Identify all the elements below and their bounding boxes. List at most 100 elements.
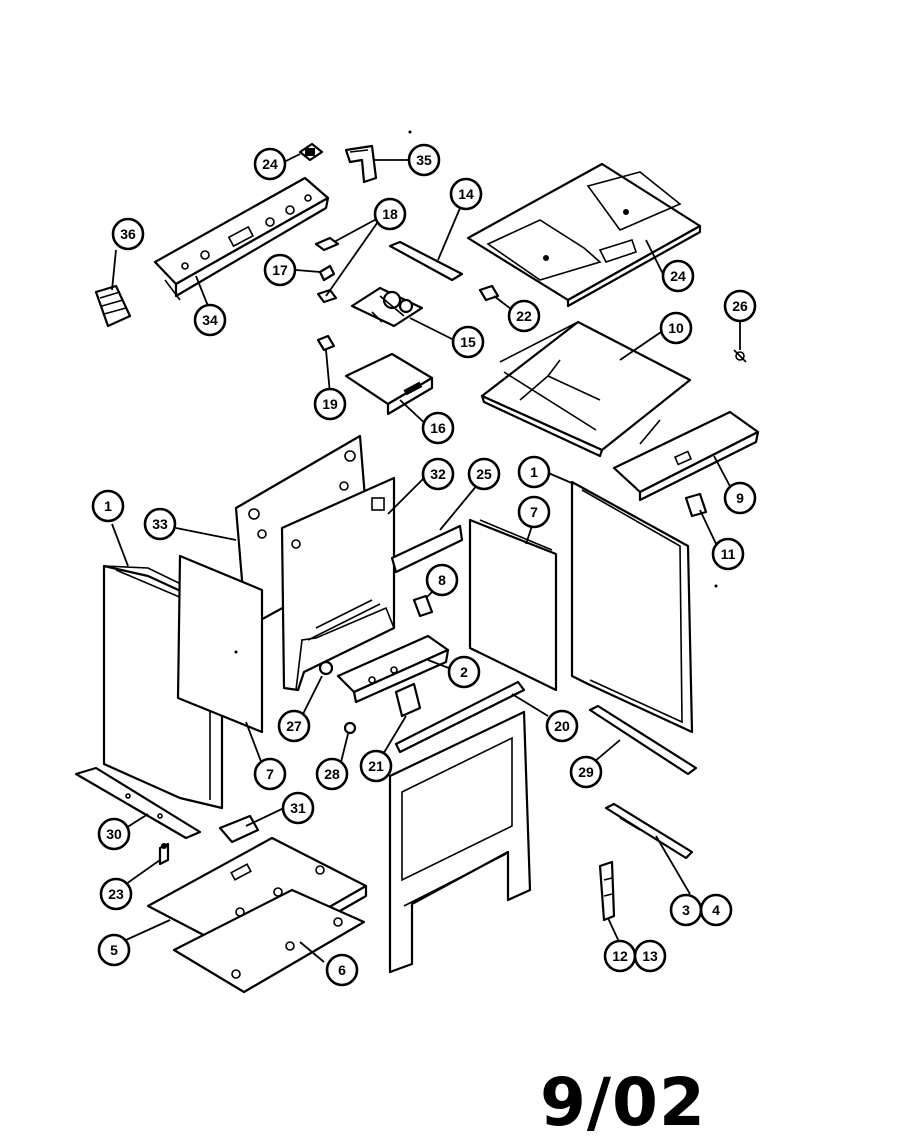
part-3-4-rail [604, 802, 694, 860]
svg-text:29: 29 [578, 764, 594, 780]
svg-text:33: 33 [152, 516, 168, 532]
svg-text:6: 6 [338, 962, 346, 978]
part-front-frame [388, 710, 532, 974]
svg-text:21: 21 [368, 758, 384, 774]
callout-6: 6 [325, 953, 359, 987]
part-8-bracket [412, 594, 434, 618]
svg-text:24: 24 [670, 268, 686, 284]
part-25-bracket [390, 524, 464, 574]
speck-marks [234, 130, 718, 654]
callout-1: 1 [91, 489, 125, 523]
callout-4: 4 [699, 893, 733, 927]
callout-14: 14 [449, 177, 483, 211]
part-10-burner-box [480, 320, 692, 458]
callouts: 24 35 14 18 36 17 34 22 15 24 26 10 19 1… [91, 143, 757, 987]
part-9-panel [612, 410, 760, 502]
callout-1b: 1 [517, 455, 551, 489]
svg-text:4: 4 [712, 902, 720, 918]
callout-24b: 24 [661, 259, 695, 293]
svg-text:1: 1 [104, 498, 112, 514]
callout-28: 28 [315, 757, 349, 791]
part-7-insulation-right [468, 518, 558, 692]
svg-text:35: 35 [416, 152, 432, 168]
svg-text:12: 12 [612, 948, 628, 964]
part-20-trim [394, 680, 526, 754]
callout-15: 15 [451, 325, 485, 359]
callout-30: 30 [97, 817, 131, 851]
part-2-bracket [336, 634, 450, 704]
part-30-base-rail [74, 766, 202, 840]
svg-text:26: 26 [732, 298, 748, 314]
callout-23: 23 [99, 877, 133, 911]
svg-text:9: 9 [736, 490, 744, 506]
part-22-clip [478, 284, 500, 302]
part-19-bracket [316, 334, 336, 352]
callout-12: 12 [603, 939, 637, 973]
part-32-oven-back [280, 476, 396, 692]
svg-text:18: 18 [382, 206, 398, 222]
callout-19: 19 [313, 387, 347, 421]
svg-text:30: 30 [106, 826, 122, 842]
svg-text:1: 1 [530, 464, 538, 480]
svg-text:24: 24 [262, 156, 278, 172]
svg-text:31: 31 [290, 800, 306, 816]
callout-7b: 7 [253, 757, 287, 791]
part-26-screw [733, 349, 747, 363]
part-12-13-igniter [598, 860, 616, 922]
callout-17: 17 [263, 253, 297, 287]
callout-18: 18 [373, 197, 407, 231]
callout-10: 10 [659, 311, 693, 345]
svg-text:13: 13 [642, 948, 658, 964]
callout-5: 5 [97, 933, 131, 967]
callout-8: 8 [425, 563, 459, 597]
svg-text:14: 14 [458, 186, 474, 202]
callout-2: 2 [447, 655, 481, 689]
callout-26: 26 [723, 289, 757, 323]
svg-text:16: 16 [430, 420, 446, 436]
svg-text:22: 22 [516, 308, 532, 324]
callout-9: 9 [723, 481, 757, 515]
svg-text:7: 7 [530, 504, 538, 520]
callout-31: 31 [281, 791, 315, 825]
callout-32: 32 [421, 457, 455, 491]
svg-text:15: 15 [460, 334, 476, 350]
svg-text:25: 25 [476, 466, 492, 482]
callout-16: 16 [421, 411, 455, 445]
svg-text:32: 32 [430, 466, 446, 482]
callout-35: 35 [407, 143, 441, 177]
callout-33: 33 [143, 507, 177, 541]
part-36-vent [94, 284, 132, 328]
svg-text:11: 11 [721, 546, 736, 562]
svg-text:3: 3 [682, 902, 690, 918]
part-11-clip [684, 492, 708, 518]
svg-text:34: 34 [202, 312, 218, 328]
part-27-grommet [318, 660, 334, 676]
svg-text:19: 19 [322, 396, 338, 412]
part-23-leveler [158, 842, 170, 866]
part-1-side-panel-right [570, 480, 694, 734]
part-28-nut [343, 721, 357, 735]
callout-34: 34 [193, 303, 227, 337]
svg-text:17: 17 [272, 262, 288, 278]
svg-text:36: 36 [120, 226, 136, 242]
callout-24: 24 [253, 147, 287, 181]
part-24-knob [298, 142, 324, 162]
leader-lines [111, 153, 741, 963]
part-7-insulation-left [176, 554, 264, 734]
part-31-bracket [218, 814, 260, 844]
callout-11: 11 [711, 537, 745, 571]
callout-25: 25 [467, 457, 501, 491]
callout-20: 20 [545, 709, 579, 743]
svg-text:5: 5 [110, 942, 118, 958]
part-29-trim [588, 704, 698, 776]
callout-29: 29 [569, 755, 603, 789]
callout-27: 27 [277, 709, 311, 743]
part-21-bracket [394, 682, 422, 718]
part-6-bottom-plate [172, 888, 366, 994]
part-18-clips [314, 236, 340, 304]
callout-36: 36 [111, 217, 145, 251]
part-14-bar [388, 240, 464, 282]
callout-22: 22 [507, 299, 541, 333]
svg-text:7: 7 [266, 766, 274, 782]
